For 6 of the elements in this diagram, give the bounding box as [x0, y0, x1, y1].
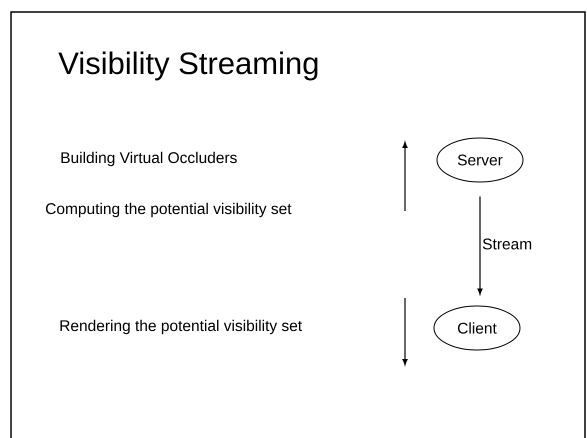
title: Visibility Streaming: [58, 52, 318, 80]
step-label: Computing the potential visibility set: [46, 202, 292, 218]
edge-label: Stream: [482, 238, 532, 250]
step-label: Building Virtual Occluders: [61, 152, 237, 166]
arrow: [477, 196, 483, 295]
step-label: Rendering the potential visibility set: [60, 320, 302, 334]
